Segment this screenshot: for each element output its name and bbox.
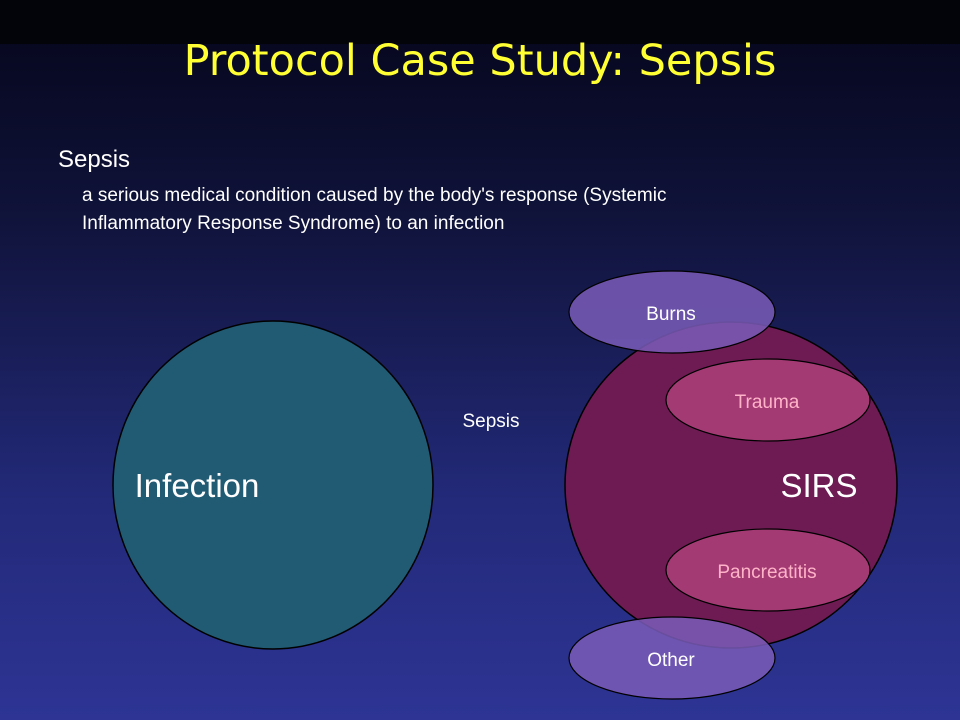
sirs-label: SIRS xyxy=(780,467,857,504)
pancreatitis-label: Pancreatitis xyxy=(717,562,816,583)
infection-circle xyxy=(112,320,434,650)
definition-line-1: a serious medical condition caused by th… xyxy=(82,185,667,206)
burns-label: Burns xyxy=(646,304,696,325)
trauma-ellipse xyxy=(665,358,871,442)
pancreatitis-ellipse xyxy=(665,528,871,612)
burns-ellipse xyxy=(568,270,776,354)
infection-label: Infection xyxy=(135,467,260,504)
trauma-label: Trauma xyxy=(735,392,800,413)
other-label: Other xyxy=(647,650,695,671)
definition-line-2: Inflammatory Response Syndrome) to an in… xyxy=(82,213,505,234)
slide-title: Protocol Case Study: Sepsis xyxy=(183,36,777,86)
definition-term: Sepsis xyxy=(58,146,131,173)
definition-text: a serious medical condition caused by th… xyxy=(82,182,842,238)
other-ellipse xyxy=(568,616,776,700)
sepsis-label: Sepsis xyxy=(462,411,519,432)
top-bar xyxy=(0,0,960,44)
